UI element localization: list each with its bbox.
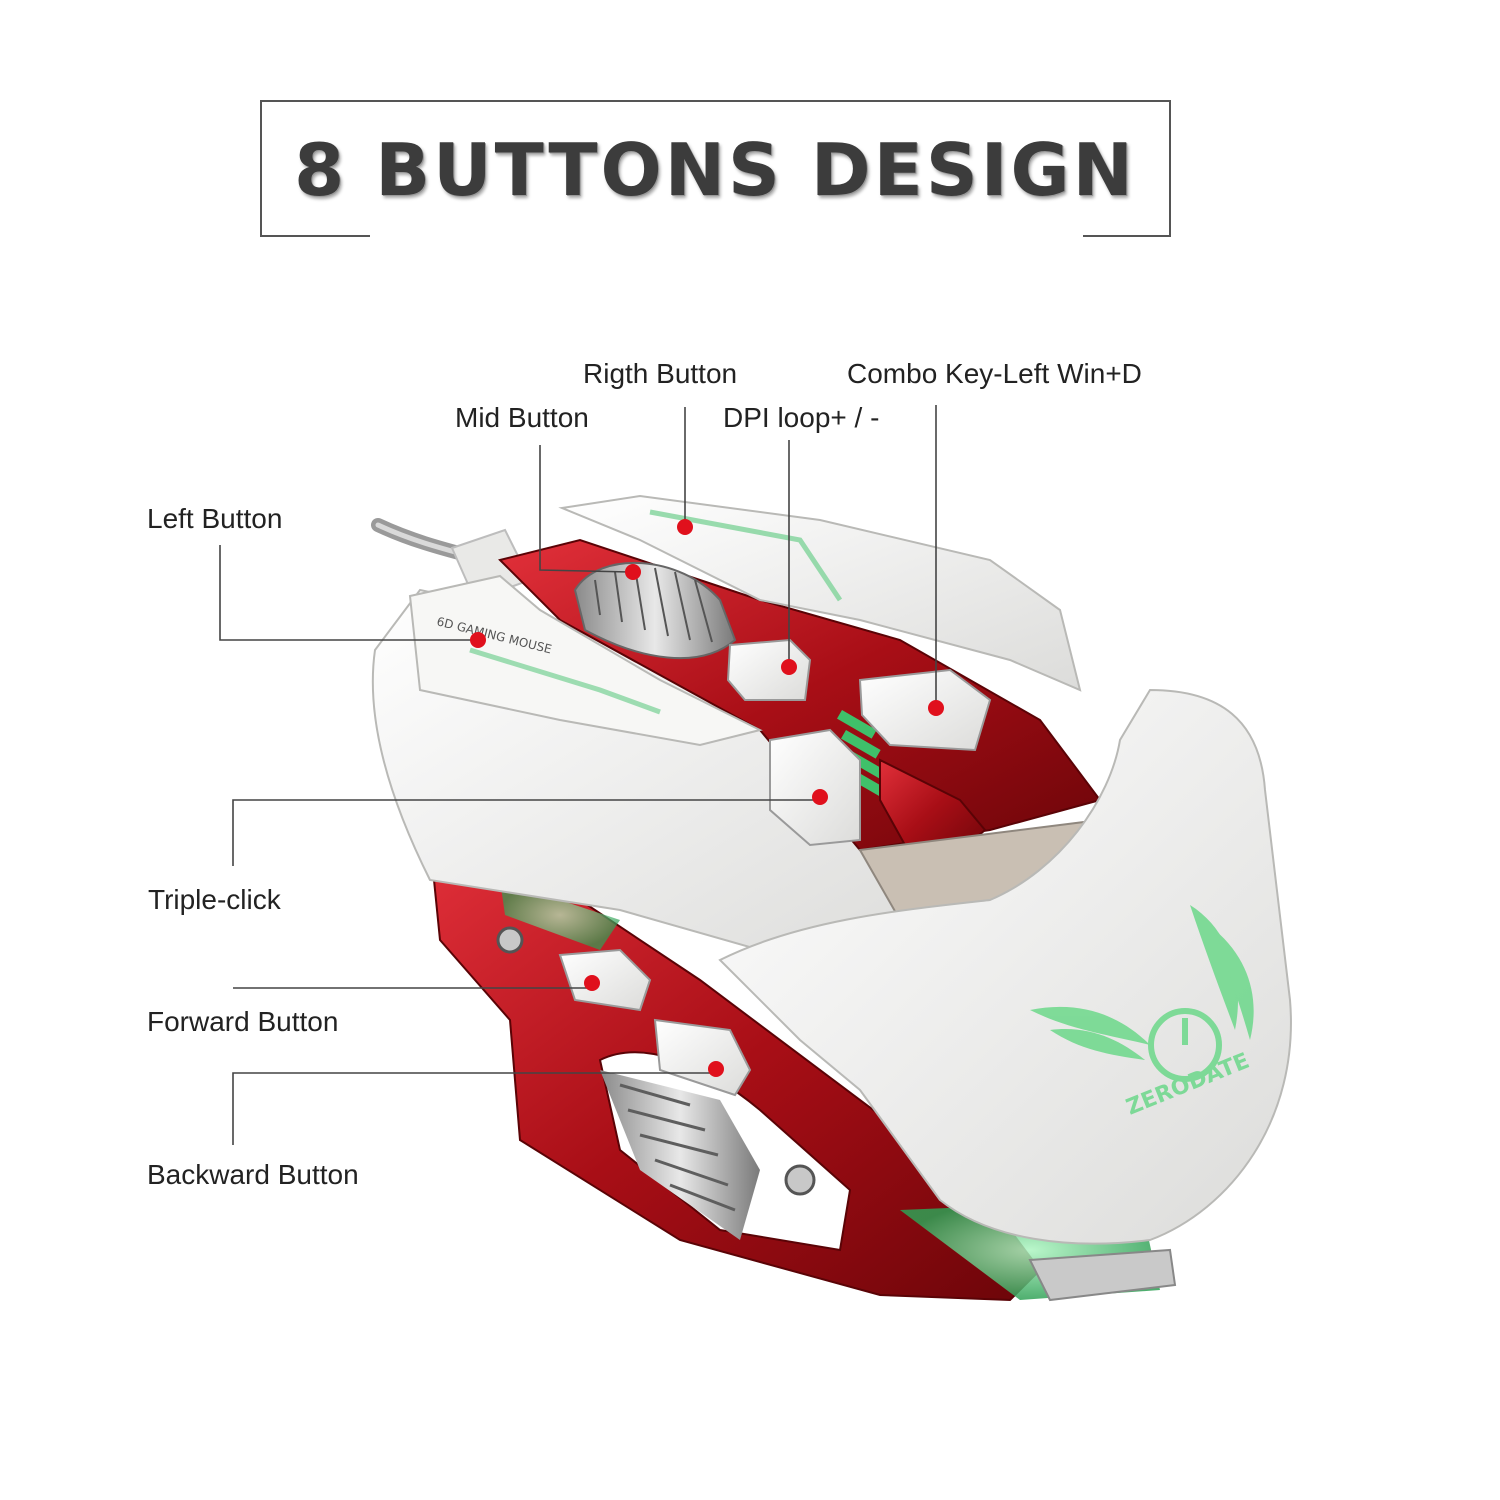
marker-dot-left-button [470, 632, 486, 648]
frame-screw-bottom [784, 1164, 816, 1196]
backward-side-button [653, 1018, 752, 1097]
frame-screw-top [496, 926, 524, 954]
marker-dot-forward-button [584, 975, 600, 991]
palm-rest-shell [718, 688, 1292, 1245]
marker-dot-mid-button [625, 564, 641, 580]
label-dpi-loop: DPI loop+ / - [723, 402, 880, 433]
metal-foot-plate [1028, 1248, 1177, 1302]
leader-line-mid-button [539, 445, 631, 573]
label-triple-click: Triple-click [148, 884, 281, 915]
left-button-shell [408, 574, 763, 747]
led-glow-side [500, 880, 620, 950]
label-left-button: Left Button [147, 503, 283, 534]
marker-dot-right-button [677, 519, 693, 535]
label-mid-button: Mid Button [455, 402, 589, 433]
leader-line-backward-button [232, 1072, 716, 1145]
leader-line-left-button [219, 545, 478, 641]
leader-line-triple-click [232, 799, 820, 866]
label-right-button: Rigth Button [583, 358, 738, 389]
page-title: 8 BUTTONS DESIGN [294, 128, 1136, 212]
marker-dot-dpi-loop [781, 659, 797, 675]
marker-dot-combo-key [928, 700, 944, 716]
label-forward-button: Forward Button [147, 1006, 339, 1037]
label-combo-key: Combo Key-Left Win+D [847, 358, 1142, 389]
triple-click-button [769, 728, 861, 847]
forward-side-button [558, 948, 652, 1012]
right-button-shell [558, 494, 1082, 692]
marker-dot-triple-click [812, 789, 828, 805]
title-frame [260, 100, 1171, 237]
combo-key-button [858, 668, 992, 752]
scroll-wheel [573, 561, 737, 660]
label-backward-button: Backward Button [147, 1159, 359, 1190]
marker-dot-backward-button [708, 1061, 724, 1077]
